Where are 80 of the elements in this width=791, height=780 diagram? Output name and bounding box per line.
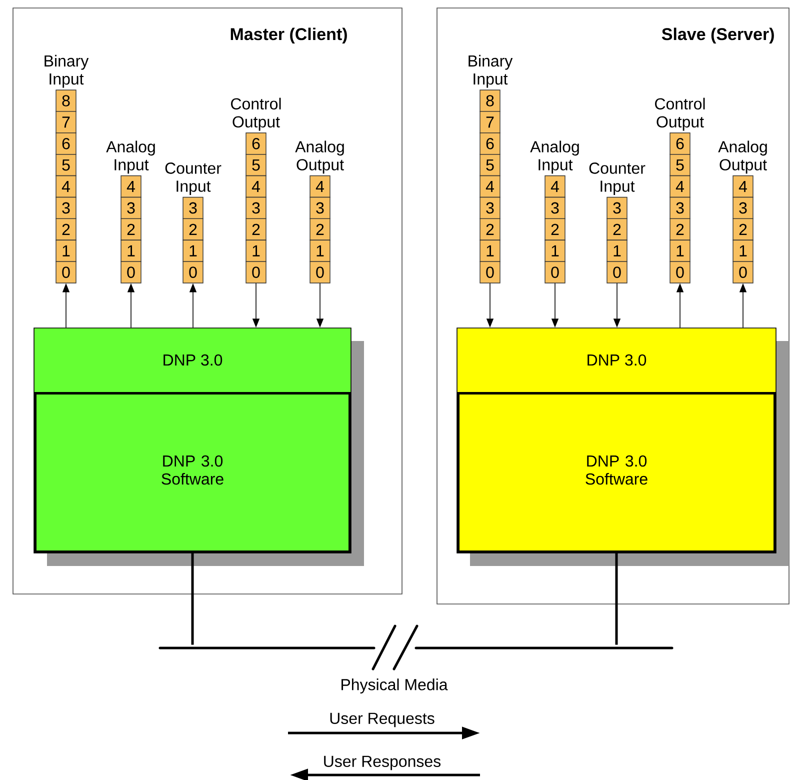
column-heading: Control Output (231, 98, 281, 131)
register-cell: 8 (56, 90, 76, 112)
column-heading: Analog Input (530, 140, 579, 174)
register-cell: 3 (120, 196, 142, 220)
bus-line (158, 624, 674, 670)
column-heading: Counter Input (589, 162, 646, 196)
register-cell: 5 (246, 154, 266, 176)
register-cell: 2 (480, 218, 500, 240)
register-cell: 5 (480, 154, 500, 176)
register-cell: 1 (606, 240, 628, 262)
register-cell: 4 (310, 175, 330, 198)
column-heading: Control Output (655, 98, 705, 131)
register-cell: 1 (246, 240, 266, 262)
register-cell: 3 (246, 196, 266, 220)
register-cell: 3 (480, 196, 500, 220)
caption-text: User Responses (324, 756, 441, 770)
register-cell: 3 (544, 196, 566, 220)
register-cell: 0 (732, 261, 754, 284)
register-cell: 4 (670, 175, 690, 198)
column-heading: Analog Input (106, 140, 155, 174)
register-cell: 1 (732, 240, 754, 262)
register-cell: 4 (246, 175, 266, 198)
register-cell: 1 (182, 240, 204, 262)
panel-title: Master (Client) (230, 28, 347, 44)
register-cell: 5 (670, 154, 690, 176)
register-cell: 3 (310, 196, 330, 220)
register-cell: 4 (56, 175, 76, 198)
register-cell: 2 (246, 218, 266, 240)
register-cell: 0 (120, 261, 142, 284)
register-cell: 0 (670, 261, 690, 284)
column-heading: Analog Output (718, 140, 767, 174)
software-box: DNP 3.0 Software (457, 392, 776, 553)
register-cell: 3 (670, 196, 690, 220)
register-cell: 1 (310, 240, 330, 262)
register-cell: 8 (480, 90, 500, 112)
register-cell: 7 (56, 111, 76, 134)
column-heading: Counter Input (165, 162, 222, 196)
register-cell: 4 (480, 175, 500, 198)
register-cell: 2 (544, 218, 566, 240)
register-cell: 6 (670, 132, 690, 155)
register-cell: 2 (182, 218, 204, 240)
register-cell: 0 (56, 261, 76, 284)
register-cell: 1 (480, 240, 500, 262)
register-cell: 2 (732, 218, 754, 240)
register-cell: 6 (246, 132, 266, 155)
register-cell: 4 (544, 175, 566, 198)
register-cell: 3 (606, 196, 628, 220)
register-cell: 0 (480, 261, 500, 284)
register-cell: 2 (606, 218, 628, 240)
register-cell: 1 (56, 240, 76, 262)
register-cell: 3 (182, 196, 204, 220)
register-cell: 2 (120, 218, 142, 240)
register-cell: 2 (310, 218, 330, 240)
connector-line (191, 553, 194, 645)
register-cell: 2 (56, 218, 76, 240)
software-box: DNP 3.0 Software (34, 392, 351, 553)
register-cell: 7 (480, 111, 500, 134)
panel-title: Slave (Server) (662, 28, 774, 44)
caption-text: Physical Media (342, 678, 448, 694)
column-heading: Analog Output (295, 140, 344, 174)
register-cell: 2 (670, 218, 690, 240)
register-cell: 1 (120, 240, 142, 262)
register-cell: 0 (182, 261, 204, 284)
caption-text: User Requests (330, 712, 434, 728)
register-cell: 3 (56, 196, 76, 220)
register-cell: 0 (544, 261, 566, 284)
connector-line (615, 553, 618, 645)
register-cell: 0 (606, 261, 628, 284)
register-cell: 4 (120, 175, 142, 198)
register-cell: 6 (56, 132, 76, 155)
register-cell: 0 (246, 261, 266, 284)
register-cell: 1 (670, 240, 690, 262)
register-cell: 0 (310, 261, 330, 284)
register-cell: 1 (544, 240, 566, 262)
register-cell: 6 (480, 132, 500, 155)
column-heading: Binary Input (44, 54, 89, 88)
column-heading: Binary Input (468, 54, 513, 88)
register-cell: 3 (732, 196, 754, 220)
register-cell: 4 (732, 175, 754, 198)
register-cell: 5 (56, 154, 76, 176)
